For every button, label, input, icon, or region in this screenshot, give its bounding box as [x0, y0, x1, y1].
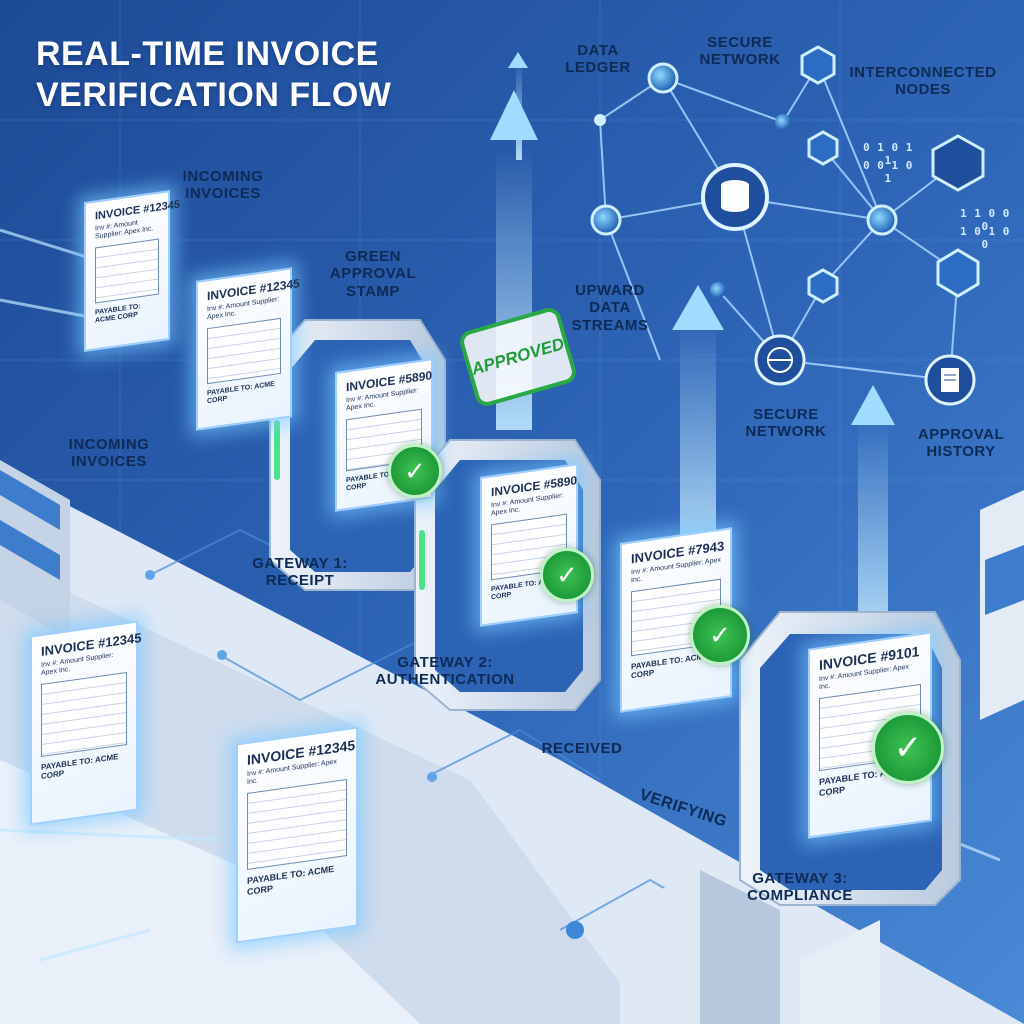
invoice-card: INVOICE #12345 Inv #: Amount Supplier: A…: [30, 620, 141, 826]
arrow-up-icon: [508, 52, 528, 68]
invoice-card: INVOICE #5890 Inv #: Amount Supplier: Ap…: [480, 463, 578, 627]
binary-stream: 0 0 1 0 1: [863, 159, 913, 185]
binary-stream: 1 0 1 0 0: [960, 225, 1010, 251]
label-secure-network-mid: SECURE NETWORK: [745, 406, 827, 441]
invoice-card: INVOICE #12345 Inv #: Amount Supplier: A…: [84, 189, 180, 353]
hexagon-node-icon: [807, 130, 839, 166]
invoice-card: INVOICE #12345 Inv #: Amount Supplier: A…: [196, 267, 300, 431]
invoice-table: [41, 671, 127, 758]
checkmark-icon: ✓: [388, 444, 442, 498]
label-gateway-3: GATEWAY 3: COMPLIANCE: [747, 870, 853, 905]
invoice-card: INVOICE #12345 Inv #: Amount Supplier: A…: [236, 726, 358, 944]
label-secure-network-top: SECURE NETWORK: [699, 34, 781, 69]
hexagon-node-icon: [936, 248, 980, 298]
arrow-up-icon: [672, 285, 724, 330]
binary-stream: 0 1 0 1 1: [863, 141, 913, 167]
label-approval-history: APPROVAL HISTORY: [917, 426, 1005, 461]
arrow-up-icon: [490, 90, 538, 140]
label-gateway-2: GATEWAY 2: AUTHENTICATION: [375, 654, 515, 689]
invoice-payable: PAYABLE TO: ACME CORP: [41, 752, 119, 782]
diagram-title: REAL-TIME INVOICE VERIFICATION FLOW: [36, 34, 456, 117]
label-incoming-invoices-left: INCOMING INVOICES: [68, 436, 150, 471]
label-incoming-invoices-top: INCOMING INVOICES: [182, 168, 264, 203]
checkmark-icon: ✓: [690, 605, 750, 665]
label-received: RECEIVED: [541, 740, 623, 757]
title-line-2: VERIFICATION FLOW: [36, 76, 392, 115]
hexagon-node-icon: [800, 45, 836, 85]
invoice-payable: PAYABLE TO: ACME CORP: [95, 303, 141, 325]
label-interconnected-nodes: INTERCONNECTED NODES: [849, 64, 997, 99]
label-upward-data-streams: UPWARD DATA STREAMS: [571, 282, 649, 334]
label-green-approval-stamp: GREEN APPROVAL STAMP: [329, 248, 417, 300]
invoice-payable: PAYABLE TO: ACME CORP: [207, 381, 275, 406]
checkmark-icon: ✓: [540, 548, 594, 602]
title-line-1: REAL-TIME INVOICE: [36, 35, 379, 73]
binary-stream: 1 1 0 0 0: [960, 207, 1010, 233]
hexagon-node-icon: [807, 268, 839, 304]
label-data-ledger: DATA LEDGER: [565, 42, 631, 77]
invoice-table: [95, 238, 159, 304]
invoice-table: [247, 778, 347, 871]
invoice-table: [207, 317, 281, 385]
checkmark-icon: ✓: [872, 712, 944, 784]
label-gateway-1: GATEWAY 1: RECEIPT: [252, 555, 348, 590]
network-node-icon: [931, 134, 985, 192]
arrow-up-icon: [851, 385, 895, 425]
